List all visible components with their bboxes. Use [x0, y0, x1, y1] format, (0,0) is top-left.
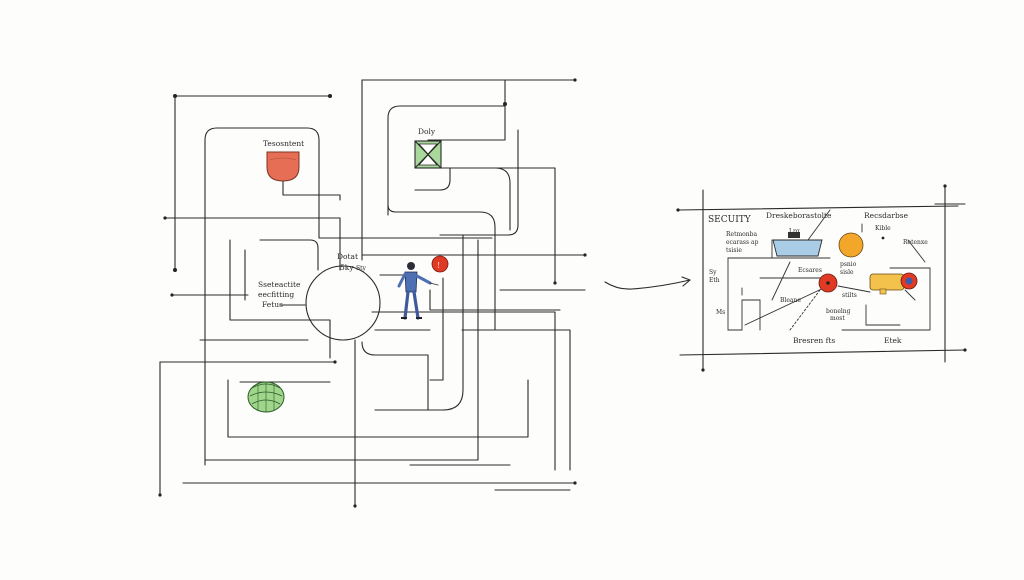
coil-icon	[247, 381, 285, 413]
security-panel	[676, 184, 967, 372]
hub-label-3: Sty	[356, 265, 367, 272]
left-label-1: Sseteactite	[258, 280, 301, 289]
hub-label-1: Dotat	[337, 252, 358, 261]
panel-note-left-1: Retmonba	[726, 231, 757, 238]
panel-title: SECUITY	[708, 215, 752, 225]
panel-right-note: Retenxe	[903, 239, 928, 246]
panel-bottom-1: Bresren fts	[793, 336, 835, 345]
panel-blue-tag: Lrq	[789, 228, 800, 235]
alarm-mark: !	[437, 261, 440, 270]
connector-arrowhead	[681, 276, 691, 287]
connector-line	[604, 279, 691, 290]
maze-wiring	[158, 78, 587, 508]
panel-mid-label: Ecsares	[798, 267, 822, 274]
panel-top-label-1: Dreskeborastolte	[766, 211, 832, 220]
panel-bottom-2: Etek	[884, 336, 902, 345]
panel-side-2: Eth	[709, 277, 720, 284]
panel-note-left-3: tsisie	[726, 247, 742, 254]
panel-red-note-2: sisle	[840, 269, 854, 276]
panel-lower-note-2: stilts	[842, 292, 857, 299]
panel-side-1: Sy	[709, 269, 717, 276]
panel-lower-note-4: most	[830, 315, 845, 322]
alarm-icon: !	[431, 255, 449, 273]
left-label-3: Fetus	[262, 300, 283, 309]
person-icon	[397, 262, 439, 320]
panel-top-label-2: Recsdarbse	[864, 211, 909, 220]
panel-lower-note-3: bonelng	[826, 308, 851, 315]
valve-icon	[414, 140, 442, 169]
panel-lower-note-1: Bleane	[780, 297, 801, 304]
panel-side-3: Ms	[716, 309, 725, 316]
panel-note-left-2: ecarass ap	[726, 239, 759, 246]
valve-label: Doly	[418, 127, 436, 136]
hub-label-2: 5ky	[340, 263, 354, 272]
hub-ring	[305, 265, 381, 341]
shield-label: Tesosntent	[263, 139, 304, 148]
panel-red-note-1: psnio	[840, 261, 857, 268]
panel-orange-note: Kible	[875, 225, 891, 232]
shield-icon	[266, 151, 300, 182]
left-label-2: eecfitting	[258, 290, 294, 299]
